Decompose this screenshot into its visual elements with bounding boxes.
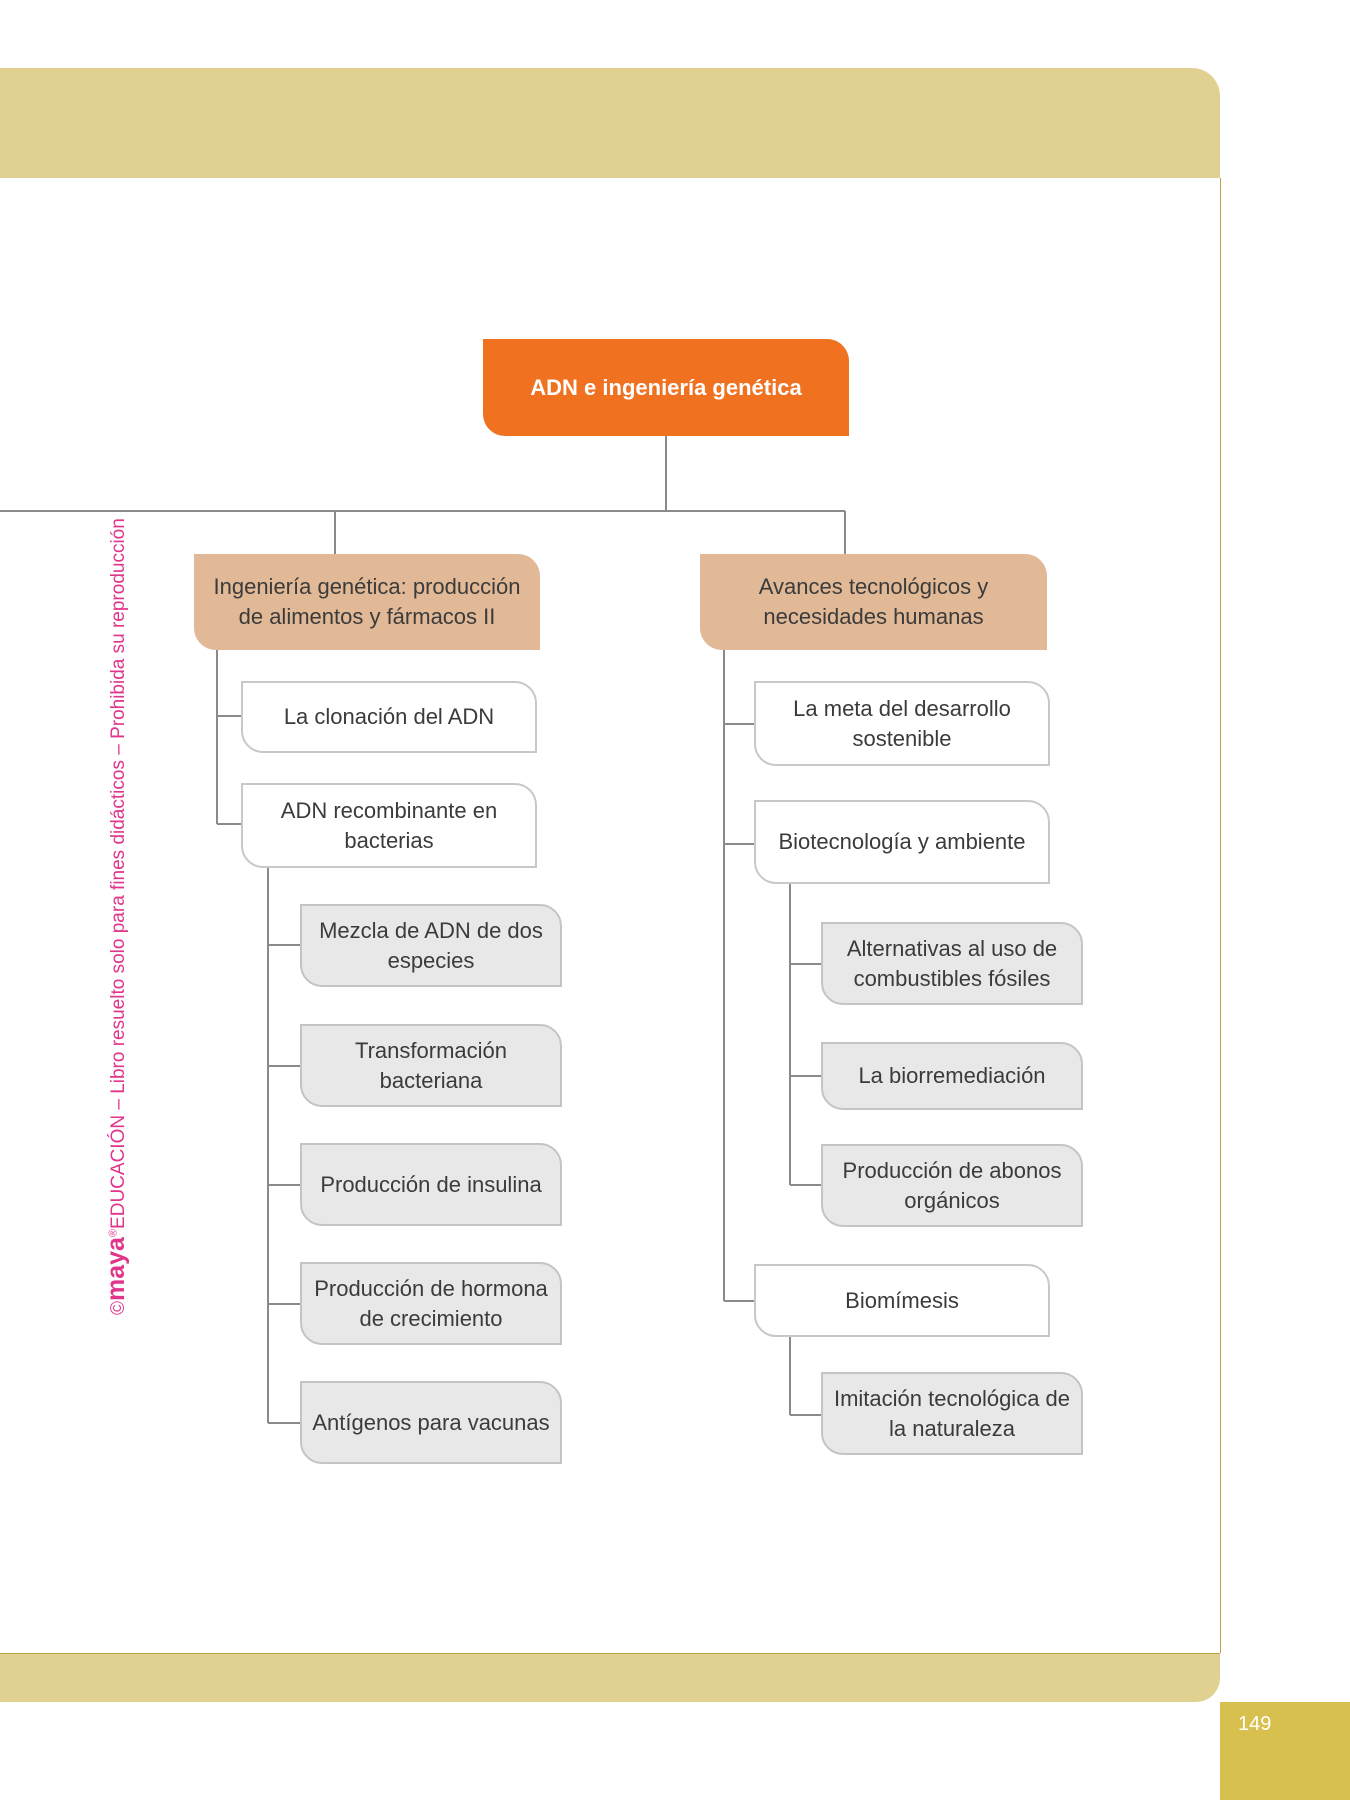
node-fossil-fuel-alternatives: Alternativas al uso de combustibles fósi…	[821, 922, 1083, 1005]
node-recombinant-dna: ADN recombinante en bacterias	[241, 783, 537, 868]
node-bacterial-transformation: Transformación bacteriana	[300, 1024, 562, 1107]
node-organic-fertilizer: Producción de abonos orgánicos	[821, 1144, 1083, 1227]
node-vaccine-antigens: Antígenos para vacunas	[300, 1381, 562, 1464]
node-bioremediation: La biorremediación	[821, 1042, 1083, 1110]
branch-technological-advances: Avances tecnológicos y necesidades human…	[700, 554, 1047, 650]
node-sustainable-development: La meta del desarrollo sostenible	[754, 681, 1050, 766]
page-number: 149	[1238, 1713, 1272, 1735]
page-number-tab	[1220, 1702, 1350, 1800]
node-dna-mix: Mezcla de ADN de dos especies	[300, 904, 562, 987]
branch-genetic-engineering: Ingeniería genética: producción de alime…	[194, 554, 540, 650]
node-biomimesis: Biomímesis	[754, 1264, 1050, 1337]
node-growth-hormone: Producción de hormona de crecimiento	[300, 1262, 562, 1345]
footer-band	[0, 1653, 1220, 1702]
root-node: ADN e ingeniería genética	[483, 339, 849, 436]
node-insulin-production: Producción de insulina	[300, 1143, 562, 1226]
node-biotech-environment: Biotecnología y ambiente	[754, 800, 1050, 884]
header-band	[0, 68, 1220, 179]
node-nature-imitation: Imitación tecnológica de la naturaleza	[821, 1372, 1083, 1455]
node-dna-cloning: La clonación del ADN	[241, 681, 537, 753]
